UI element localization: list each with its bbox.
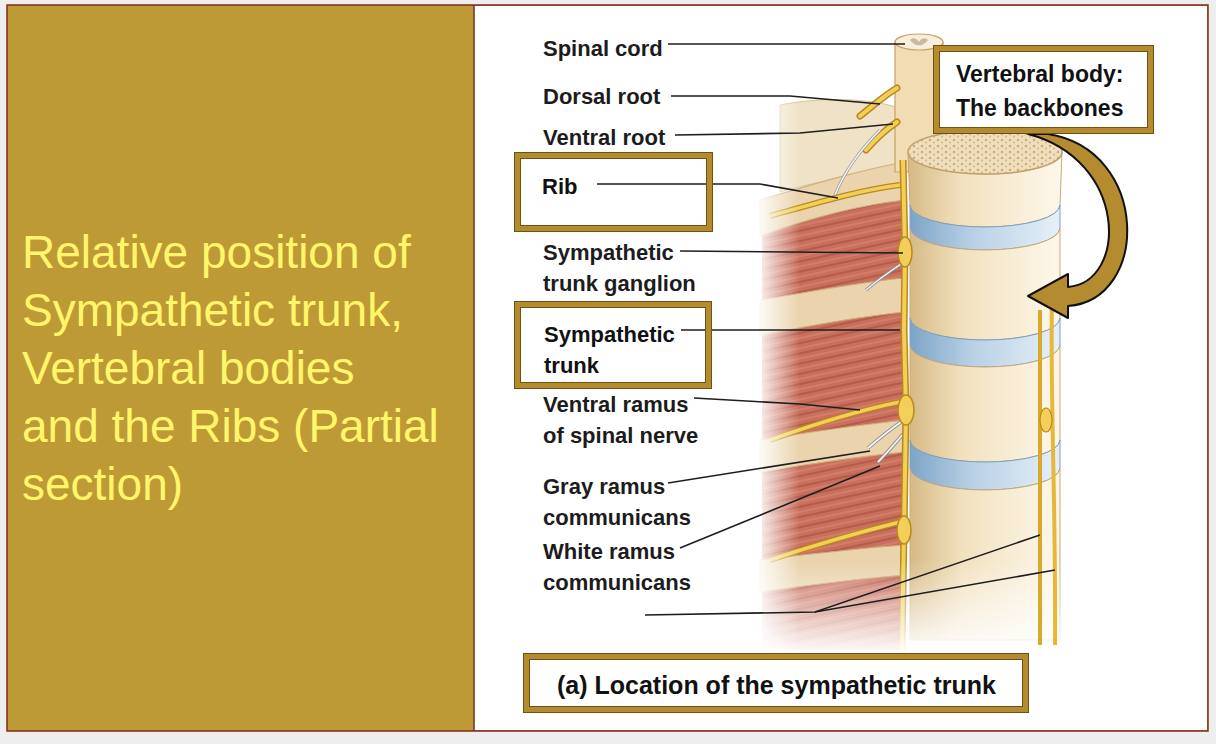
trunk-ganglion	[898, 395, 914, 425]
gray-ramus	[868, 420, 904, 448]
intervertebral-disc	[910, 440, 1060, 490]
panel-divider	[473, 5, 475, 731]
leader-line	[681, 329, 900, 331]
label-box: Vertebral body: The backbones	[934, 46, 1153, 133]
gray-matter	[910, 38, 928, 45]
root-fibers	[835, 130, 880, 195]
figure-panel	[474, 6, 1207, 730]
curved-arrow	[1028, 134, 1127, 318]
part-label: White ramus communicans	[543, 536, 703, 598]
intervertebral-disc	[910, 318, 1060, 367]
box-label: Rib	[542, 171, 692, 202]
part-label: Ventral root	[543, 122, 743, 153]
label-box: Sympathetic trunk	[515, 302, 711, 388]
white-ramus	[878, 432, 905, 462]
part-label: Spinal cord	[543, 33, 743, 64]
part-label: Sympathetic trunk ganglion	[543, 237, 703, 299]
white-ramus	[878, 432, 905, 462]
leader-line	[671, 96, 880, 104]
leader-line	[815, 570, 1055, 612]
part-label: Ventral ramus of spinal nerve	[543, 389, 703, 451]
gray-ramus	[868, 420, 904, 448]
leader-line	[668, 43, 905, 45]
box-label: Vertebral body: The backbones	[956, 57, 1136, 125]
leader-line	[645, 535, 1040, 615]
leader-line	[597, 184, 838, 198]
trunk-ganglion	[898, 237, 912, 267]
leader-line	[675, 124, 893, 135]
trunk-ganglion	[1040, 408, 1052, 432]
contralateral-trunk	[1052, 300, 1056, 645]
leader-line	[668, 451, 870, 483]
figure-caption: (a) Location of the sympathetic trunk	[557, 670, 1023, 700]
part-label: Gray ramus communicans	[543, 471, 703, 533]
leader-line	[694, 398, 860, 410]
trunk-ganglion	[897, 516, 911, 544]
ramus-communicans	[866, 262, 904, 290]
slide-title: Relative position of Sympathetic trunk, …	[22, 223, 442, 513]
leader-line	[680, 251, 903, 253]
part-label: Dorsal root	[543, 81, 743, 112]
vertebral-body	[910, 345, 1060, 462]
label-box: Rib	[515, 153, 712, 231]
vertebral-body	[910, 228, 1060, 340]
ramus-communicans	[866, 262, 904, 290]
caption-box: (a) Location of the sympathetic trunk	[524, 654, 1028, 712]
slide-frame	[7, 5, 1208, 731]
root-fibers	[835, 130, 880, 195]
leader-line	[680, 466, 880, 548]
box-label: Sympathetic trunk	[544, 319, 694, 381]
contralateral-trunk	[1038, 310, 1042, 645]
fade-overlay	[755, 95, 800, 660]
